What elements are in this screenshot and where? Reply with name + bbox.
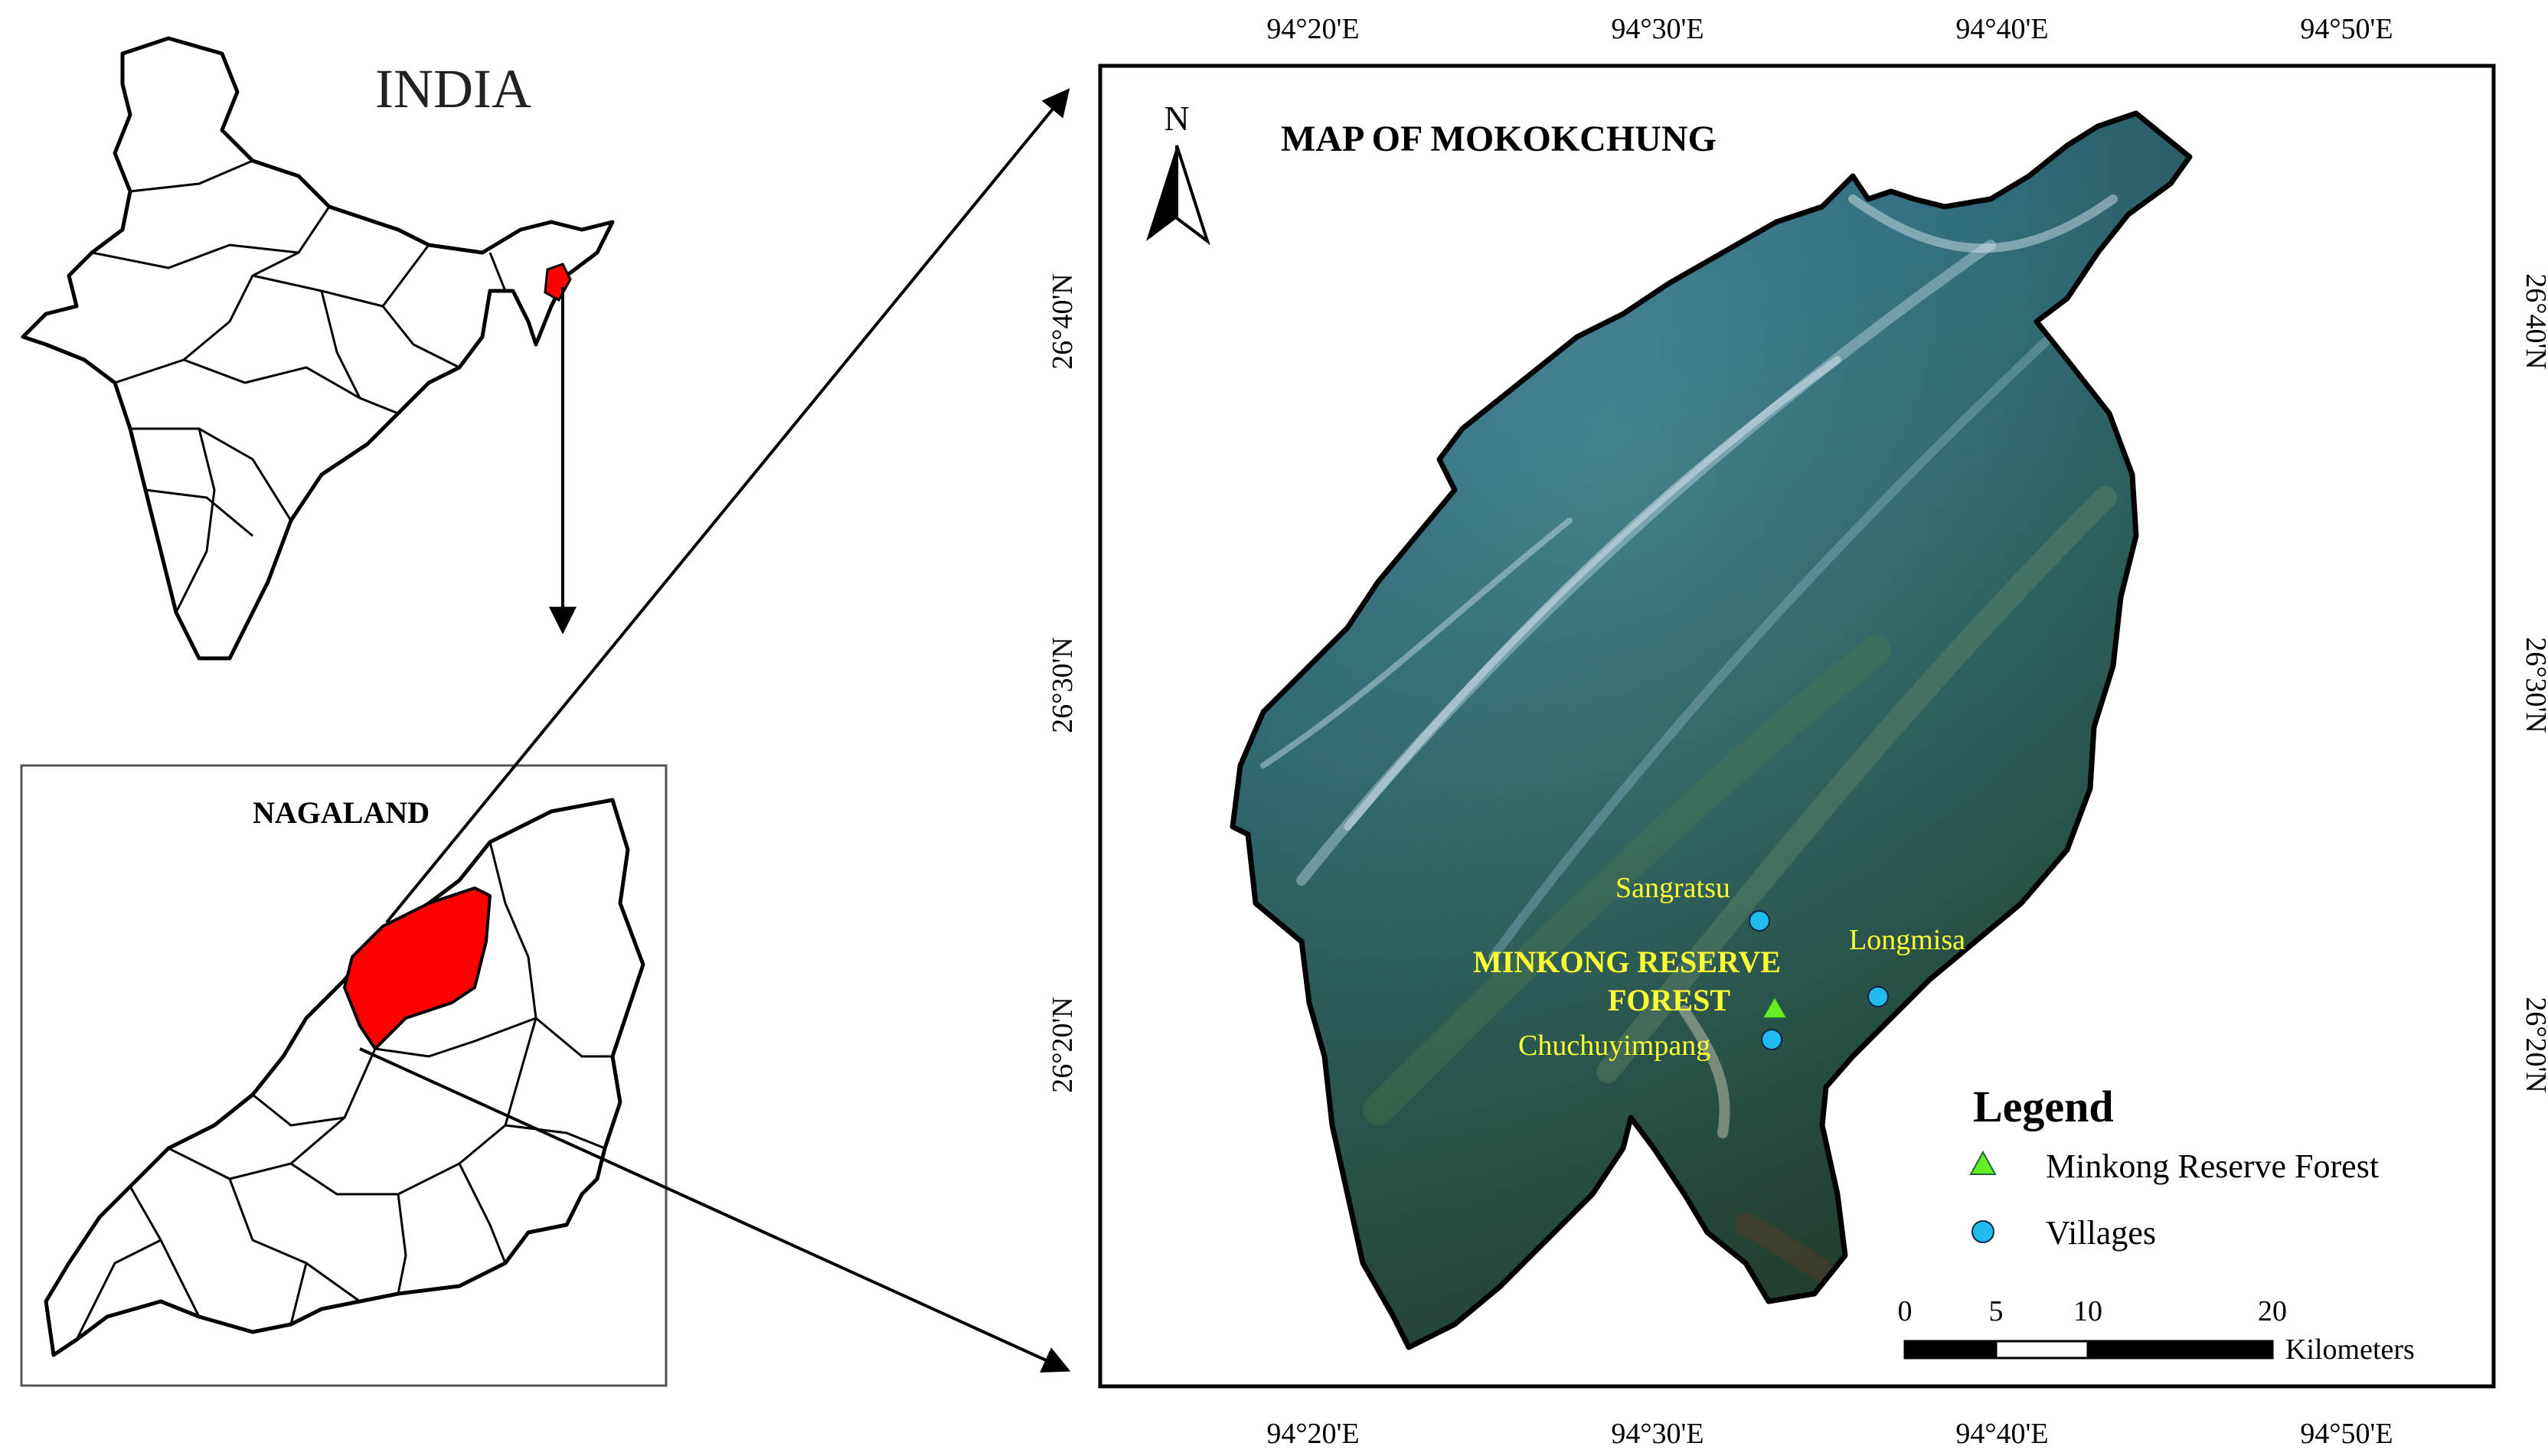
- reserve-label-line1: MINKONG RESERVE: [1473, 945, 1781, 979]
- lon-label-top-4: 94°50'E: [2300, 13, 2393, 45]
- india-map: INDIA: [21, 36, 615, 661]
- mokokchung-highlight: [343, 886, 492, 1050]
- india-title: INDIA: [375, 58, 531, 119]
- lat-label-left-2: 26°30'N: [1047, 637, 1079, 733]
- minkong-reserve-forest[interactable]: MINKONG RESERVE FOREST: [1473, 945, 1788, 1019]
- north-arrow-icon: N: [1146, 99, 1210, 246]
- village-label-sangratsu: Sangratsu: [1615, 872, 1730, 904]
- reserve-label-line2: FOREST: [1608, 983, 1730, 1017]
- lat-label-right-3: 26°20'N: [2520, 997, 2548, 1093]
- lon-label-top-3: 94°40'E: [1955, 13, 2048, 45]
- scale-tick-0: 0: [1898, 1295, 1913, 1327]
- village-chuchuyimpang[interactable]: Chuchuyimpang: [1518, 1029, 1782, 1062]
- lon-label-top-2: 94°30'E: [1611, 13, 1704, 45]
- scale-seg-2: [1994, 1340, 2089, 1360]
- map-title: MAP OF MOKOKCHUNG: [1281, 119, 1717, 159]
- scale-seg-3: [2086, 1340, 2274, 1360]
- legend-triangle-icon: [1969, 1150, 1997, 1175]
- lon-label-bottom-3: 94°40'E: [1955, 1418, 2048, 1450]
- reserve-triangle-icon: [1761, 994, 1788, 1019]
- scale-unit: Kilometers: [2285, 1334, 2415, 1366]
- lat-label-right-2: 26°30'N: [2520, 637, 2548, 733]
- zoom-arrow-top: [385, 88, 1070, 924]
- scale-tick-20: 20: [2258, 1295, 2287, 1327]
- lat-label-right-1: 26°40'N: [2520, 273, 2548, 370]
- lon-label-top-1: 94°20'E: [1266, 13, 1359, 45]
- village-label-chuchuyimpang: Chuchuyimpang: [1518, 1030, 1710, 1062]
- scale-seg-1: [1903, 1340, 1998, 1360]
- village-longmisa[interactable]: Longmisa: [1849, 924, 1965, 1007]
- nagaland-title: NAGALAND: [253, 795, 430, 830]
- north-label: N: [1164, 99, 1189, 138]
- lat-label-left-1: 26°40'N: [1047, 273, 1079, 370]
- lat-label-left-3: 26°20'N: [1047, 997, 1079, 1093]
- village-sangratsu[interactable]: Sangratsu: [1615, 872, 1770, 932]
- zoom-arrow-bottom: [359, 1047, 1071, 1373]
- legend-item-reserve: Minkong Reserve Forest: [2046, 1147, 2379, 1185]
- nagaland-inset: NAGALAND: [20, 764, 668, 1387]
- nagaland-highlight-india: [544, 263, 572, 302]
- lon-label-bottom-1: 94°20'E: [1266, 1418, 1359, 1450]
- legend-circle-icon: [1971, 1220, 1994, 1243]
- scale-tick-10: 10: [2073, 1295, 2102, 1327]
- scale-bar: 0 5 10 20 Kilometers: [1898, 1295, 2415, 1366]
- nagaland-outline: [44, 798, 645, 1357]
- main-map: 94°20'E 94°30'E 94°40'E 94°50'E 94°20'E …: [1047, 13, 2548, 1450]
- lon-label-bottom-2: 94°30'E: [1611, 1418, 1704, 1450]
- scale-tick-5: 5: [1989, 1295, 2004, 1327]
- legend-item-villages: Villages: [2046, 1214, 2156, 1252]
- legend: Legend Minkong Reserve Forest Villages: [1969, 1082, 2379, 1252]
- village-label-longmisa: Longmisa: [1849, 924, 1965, 956]
- legend-title: Legend: [1973, 1082, 2114, 1131]
- lon-label-bottom-4: 94°50'E: [2300, 1418, 2393, 1450]
